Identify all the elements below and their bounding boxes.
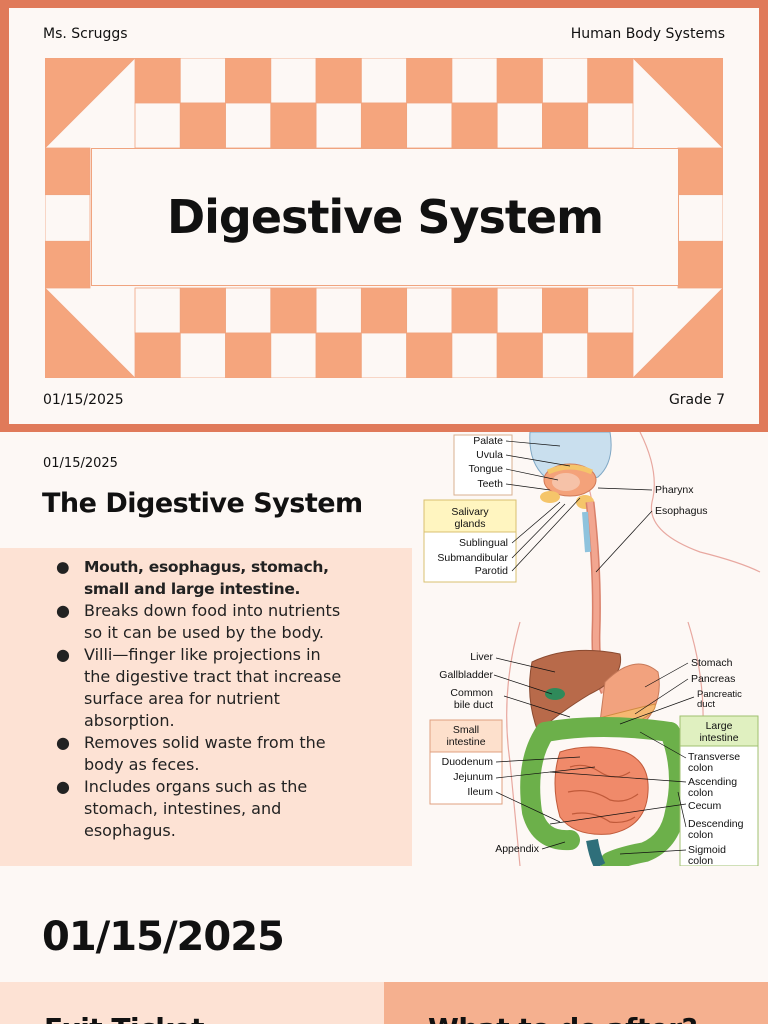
next-steps-heading: What to do after? <box>428 1012 698 1024</box>
label-liver: Liver <box>470 651 493 663</box>
label-descending-colon: colon <box>688 829 713 841</box>
bullet-panel: ●Mouth, esophagus, stomach, small and la… <box>0 548 412 866</box>
label-palate: Palate <box>473 435 503 447</box>
label-small-1: Small <box>453 724 479 736</box>
exit-ticket-panel: Exit Ticket <box>0 982 384 1024</box>
content-slide: 01/15/2025 The Digestive System ●Mouth, … <box>0 432 768 866</box>
bullet-list: ●Mouth, esophagus, stomach, small and la… <box>52 556 352 842</box>
label-parotid: Parotid <box>475 565 508 577</box>
slide-date: 01/15/2025 <box>42 914 285 960</box>
label-ascending-colon: colon <box>688 787 713 799</box>
bullet-item: ●Includes organs such as the stomach, in… <box>56 777 308 840</box>
label-uvula: Uvula <box>476 449 503 461</box>
label-transverse: Transverse <box>688 751 740 763</box>
label-large-2: intestine <box>699 732 738 744</box>
course-name: Human Body Systems <box>570 26 725 42</box>
label-pancreatic: Pancreatic <box>697 689 742 700</box>
label-pharynx: Pharynx <box>655 484 694 496</box>
label-stomach: Stomach <box>691 657 733 669</box>
label-duct: duct <box>697 699 715 710</box>
bullet-item: ●Mouth, esophagus, stomach, small and la… <box>56 558 329 598</box>
label-gallbladder: Gallbladder <box>439 669 493 681</box>
label-common: Common <box>450 687 493 699</box>
label-submandibular: Submandibular <box>437 552 508 564</box>
label-esophagus: Esophagus <box>655 505 708 517</box>
slide-date: 01/15/2025 <box>43 456 118 471</box>
teacher-name: Ms. Scruggs <box>43 26 128 42</box>
exit-ticket-slide: 01/15/2025 Exit Ticket What to do after? <box>0 866 768 1024</box>
bullet-item: ●Villi—finger like projections in the di… <box>56 645 342 730</box>
bullet-item: ●Removes solid waste from the body as fe… <box>56 733 326 774</box>
label-appendix: Appendix <box>495 843 540 855</box>
label-sigmoid: Sigmoid <box>688 844 726 856</box>
bullet-item: ●Breaks down food into nutrients so it c… <box>56 601 341 642</box>
slide-title: Digestive System <box>166 190 604 244</box>
label-large-1: Large <box>706 720 733 732</box>
label-transverse-colon: colon <box>688 762 713 774</box>
label-pancreas: Pancreas <box>691 673 735 685</box>
title-slide-canvas: Ms. Scruggs Human Body Systems Digestive… <box>9 8 759 424</box>
label-salivary-2: glands <box>455 518 486 530</box>
title-box: Digestive System <box>91 148 679 286</box>
digestive-system-diagram: Palate Uvula Tongue Teeth Salivary gland… <box>423 432 761 866</box>
slide-title: The Digestive System <box>42 488 363 519</box>
label-teeth: Teeth <box>477 478 503 490</box>
slide-date: 01/15/2025 <box>43 392 124 408</box>
label-ascending: Ascending <box>688 776 737 788</box>
next-steps-panel: What to do after? <box>384 982 768 1024</box>
label-cecum: Cecum <box>688 800 722 812</box>
label-tongue: Tongue <box>469 463 504 475</box>
label-duodenum: Duodenum <box>442 756 494 768</box>
label-sigmoid-colon: colon <box>688 855 713 866</box>
label-sublingual: Sublingual <box>459 537 508 549</box>
exit-ticket-heading: Exit Ticket <box>44 1012 204 1024</box>
grade-label: Grade 7 <box>668 392 725 408</box>
label-ileum: Ileum <box>467 786 493 798</box>
label-salivary-1: Salivary <box>451 506 489 518</box>
label-small-2: intestine <box>446 736 485 748</box>
label-descending: Descending <box>688 818 744 830</box>
label-jejunum: Jejunum <box>453 771 493 783</box>
label-bile-duct: bile duct <box>454 699 493 711</box>
title-slide: Ms. Scruggs Human Body Systems Digestive… <box>0 0 768 432</box>
